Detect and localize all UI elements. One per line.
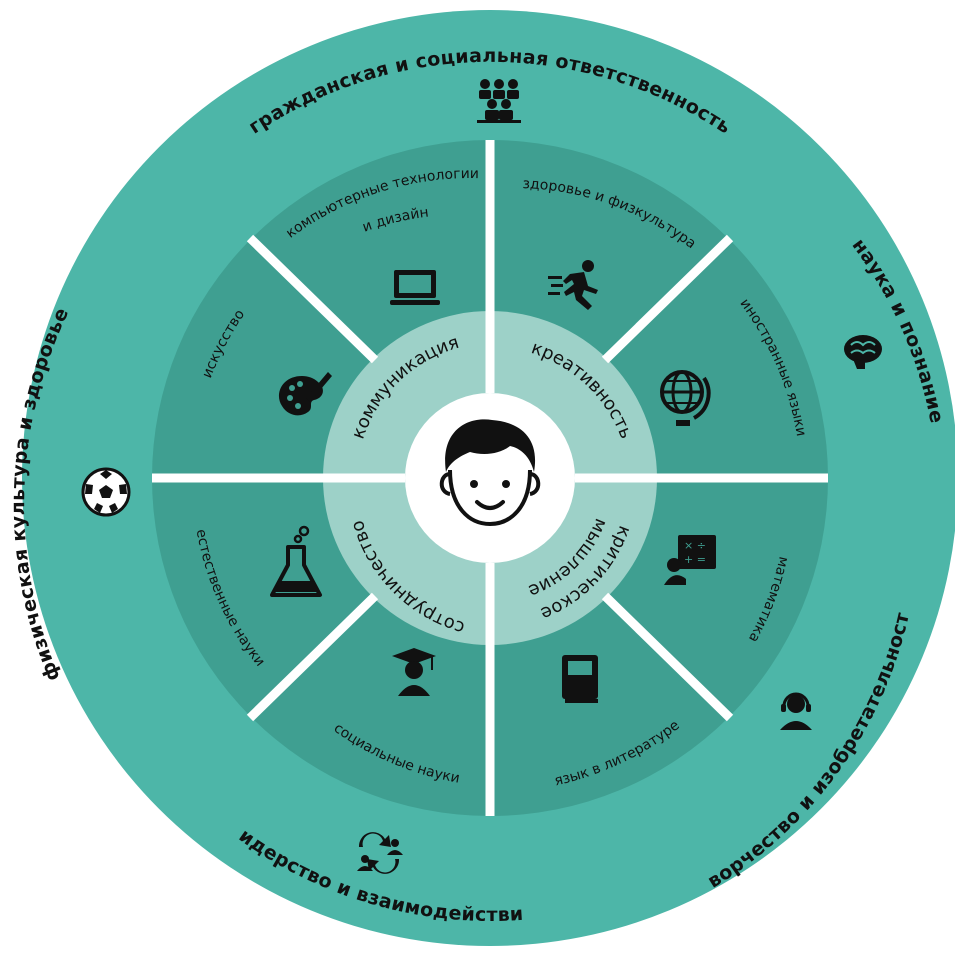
globe-icon — [660, 370, 711, 426]
headset-person-icon — [780, 692, 812, 730]
laptop-icon — [390, 270, 440, 305]
center-circle — [405, 393, 575, 563]
dividers — [152, 140, 828, 816]
brain-icon — [844, 335, 882, 369]
student-face-icon — [439, 419, 541, 527]
graduate-icon — [392, 648, 436, 696]
math-board-icon: × ÷ + = — [664, 535, 716, 585]
math-board-symbols-bottom: + = — [684, 553, 706, 566]
runner-icon — [548, 260, 598, 310]
flask-icon — [270, 525, 322, 597]
book-icon — [562, 655, 598, 703]
soccer-ball-icon — [81, 467, 131, 517]
team-exchange-icon — [357, 832, 403, 874]
people-group-icon — [477, 79, 521, 123]
math-board-symbols-top: × ÷ — [684, 539, 706, 552]
palette-icon — [278, 372, 332, 416]
